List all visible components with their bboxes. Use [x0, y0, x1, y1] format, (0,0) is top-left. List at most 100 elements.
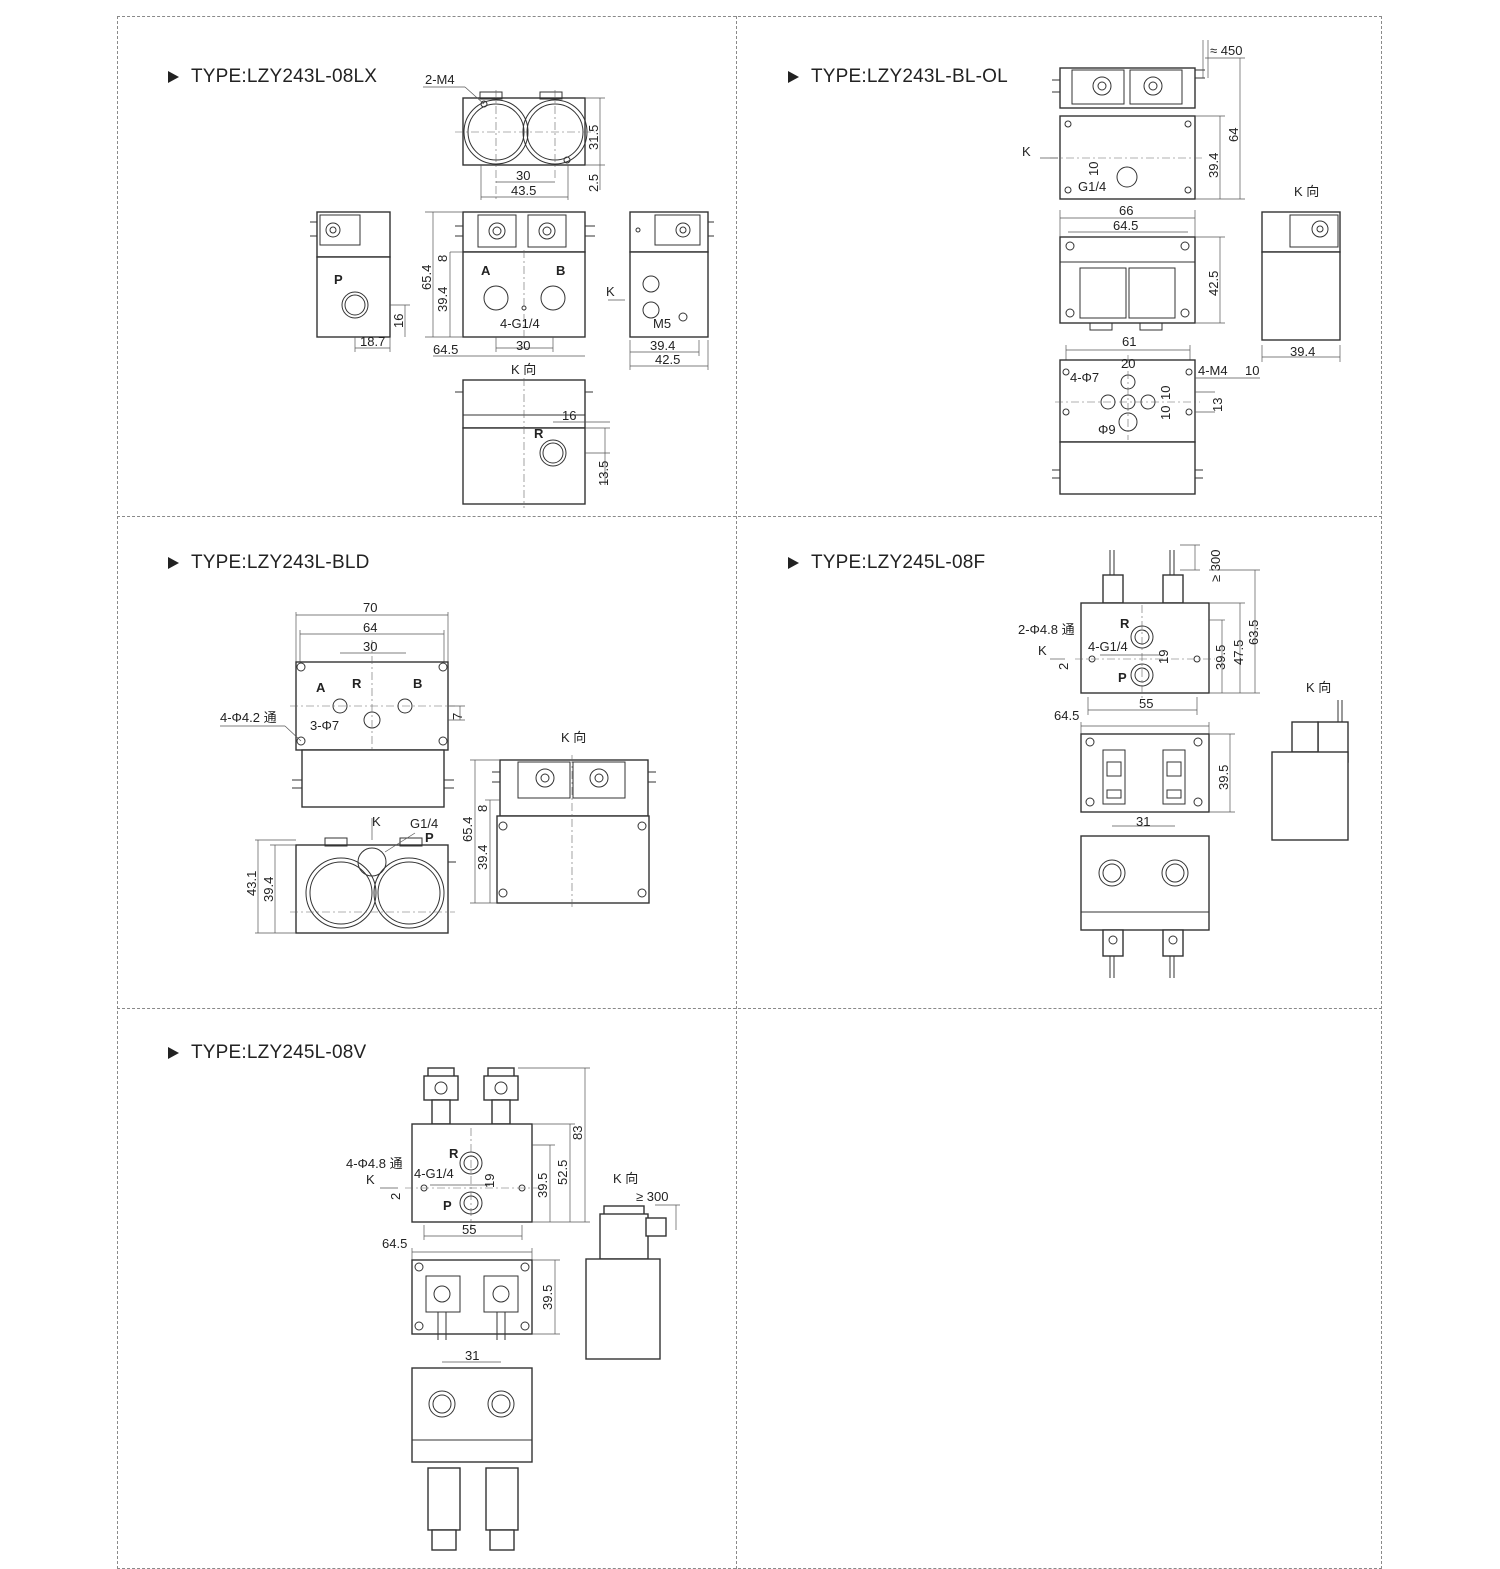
- p1-dim-16-k: 16: [562, 408, 576, 423]
- p2-dim-39-4-k: 39.4: [1290, 344, 1315, 359]
- p4-k-view: [1271, 700, 1349, 841]
- p5-dim-83: 83: [570, 1126, 585, 1140]
- p3-dim-3-phi7: 3-Φ7: [310, 718, 339, 733]
- p2-dim-20: 20: [1121, 356, 1135, 371]
- p4-dim-31: 31: [1136, 814, 1150, 829]
- p5-dim-39-5-front: 39.5: [540, 1285, 555, 1310]
- p1-dim-16-left: 16: [391, 314, 406, 328]
- panel-2-drawings: ≈ 450 64 39.4 10 K G1/4 66 64.5 42.5 K 向…: [1022, 40, 1341, 495]
- p1-dim-64-5: 64.5: [433, 342, 458, 357]
- p5-dim-19: 19: [482, 1174, 497, 1188]
- p3-label-k: K: [372, 814, 381, 829]
- p1-dim-2-5: 2.5: [586, 174, 601, 192]
- panel-3-drawings: 70 64 30 A R B 7 4-Φ4.2 通 3-Φ7 K G1/4 P …: [220, 600, 656, 934]
- p1-label-p: P: [334, 272, 343, 287]
- p4-dim-2: 2: [1056, 663, 1071, 670]
- p2-dim-10-b: 10: [1158, 406, 1173, 420]
- p3-label-p: P: [425, 830, 434, 845]
- p4-label-k-view: K 向: [1306, 680, 1331, 695]
- p1-dim-2-m4: 2-M4: [425, 72, 455, 87]
- p3-dim-39-4: 39.4: [261, 877, 276, 902]
- p1-dim-65-4: 65.4: [419, 265, 434, 290]
- p1-dimension-text: 2-M4 31.5 2.5 30 43.5 P 16 18.7 65.4 8 3…: [334, 72, 680, 486]
- p5-dim-39-5: 39.5: [535, 1173, 550, 1198]
- row-divider-2: [117, 1008, 1382, 1009]
- p3-dim-4-phi4-2: 4-Φ4.2 通: [220, 710, 277, 725]
- p3-dim-65-4: 65.4: [460, 817, 475, 842]
- bullet-triangle-icon: [788, 557, 799, 569]
- p2-bottom-view: [1052, 345, 1260, 495]
- p3-label-k-view: K 向: [561, 730, 586, 745]
- p3-dim-30: 30: [363, 639, 377, 654]
- p4-dim-19: 19: [1156, 650, 1171, 664]
- p3-dimension-text: 70 64 30 A R B 7 4-Φ4.2 通 3-Φ7 K G1/4 P …: [220, 600, 586, 902]
- p4-dim-39-5-front: 39.5: [1216, 765, 1231, 790]
- p2-k-view: [1261, 211, 1341, 362]
- p1-label-b: B: [556, 263, 565, 278]
- p1-label-r: R: [534, 426, 544, 441]
- p4-label-p: P: [1118, 670, 1127, 685]
- p5-dim-55: 55: [462, 1222, 476, 1237]
- p2-dimension-text: ≈ 450 64 39.4 10 K G1/4 66 64.5 42.5 K 向…: [1022, 43, 1319, 437]
- p2-dim-10: 10: [1086, 162, 1101, 176]
- p5-dim-4-g1-4: 4-G1/4: [414, 1166, 454, 1181]
- p5-dim-300: ≥ 300: [636, 1189, 668, 1204]
- panel-5-drawings: 83 52.5 39.5 R 4-Φ4.8 通 4-G1/4 19 K 2 P …: [346, 1067, 680, 1551]
- p3-label-a: A: [316, 680, 326, 695]
- p5-dim-64-5: 64.5: [382, 1236, 407, 1251]
- p1-label-a: A: [481, 263, 491, 278]
- p1-dim-m5: M5: [653, 316, 671, 331]
- p1-dim-31-5: 31.5: [586, 125, 601, 150]
- p1-dim-39-4-right: 39.4: [650, 338, 675, 353]
- p4-dim-300: ≥ 300: [1208, 550, 1223, 582]
- p2-dim-61: 61: [1122, 334, 1136, 349]
- p3-dim-7: 7: [450, 713, 465, 720]
- p2-dim-4-phi7: 4-Φ7: [1070, 370, 1099, 385]
- p4-top-view: [1050, 544, 1260, 715]
- p4-dim-55: 55: [1139, 696, 1153, 711]
- p4-dim-47-5: 47.5: [1231, 640, 1246, 665]
- p2-dim-42-5: 42.5: [1206, 271, 1221, 296]
- p2-dim-64: 64: [1226, 128, 1241, 142]
- p3-dim-64: 64: [363, 620, 377, 635]
- p4-label-k: K: [1038, 643, 1047, 658]
- p2-dim-64-5: 64.5: [1113, 218, 1138, 233]
- p1-dim-30-top: 30: [516, 168, 530, 183]
- p5-dim-2: 2: [388, 1193, 403, 1200]
- bullet-triangle-icon: [168, 1047, 179, 1059]
- p2-top-view: [1040, 40, 1245, 200]
- panel-title-5: TYPE:LZY245L-08V: [168, 1042, 366, 1064]
- p1-dim-39-4: 39.4: [435, 287, 450, 312]
- panel-4-drawings: ≥ 300 63.5 47.5 39.5 R 2-Φ4.8 通 4-G1/4 1…: [1018, 544, 1349, 978]
- panel-1-drawings: 2-M4 31.5 2.5 30 43.5 P 16 18.7 65.4 8 3…: [310, 72, 714, 508]
- p2-label-k: K: [1022, 144, 1031, 159]
- p5-dim-52-5: 52.5: [555, 1160, 570, 1185]
- p1-dim-8: 8: [435, 255, 450, 262]
- p5-dimension-text: 83 52.5 39.5 R 4-Φ4.8 通 4-G1/4 19 K 2 P …: [346, 1126, 668, 1363]
- p5-dim-4-phi4-8: 4-Φ4.8 通: [346, 1156, 403, 1171]
- p4-front-view: [1080, 722, 1235, 813]
- p2-dim-4-m4: 4-M4: [1198, 363, 1228, 378]
- p3-top-view: [220, 612, 465, 808]
- p4-dim-2-phi4-8: 2-Φ4.8 通: [1018, 622, 1075, 637]
- p3-front-view: [255, 818, 456, 934]
- p4-bottom-view: [1080, 825, 1210, 978]
- p3-dim-39-4-k: 39.4: [475, 845, 490, 870]
- p2-dim-450: ≈ 450: [1210, 43, 1242, 58]
- p1-left-view: [310, 211, 410, 352]
- p1-dim-18-7: 18.7: [360, 334, 385, 349]
- p5-top-view: [380, 1067, 590, 1240]
- p3-dim-g1-4: G1/4: [410, 816, 438, 831]
- p3-k-view: [470, 755, 656, 910]
- row-divider-1: [117, 516, 1382, 517]
- p4-dim-39-5: 39.5: [1213, 645, 1228, 670]
- p2-dim-depth-10: 10: [1245, 363, 1259, 378]
- p4-dim-64-5: 64.5: [1054, 708, 1079, 723]
- p5-dim-31: 31: [465, 1348, 479, 1363]
- panel-title-1: TYPE:LZY243L-08LX: [168, 66, 377, 88]
- p1-right-view: [608, 211, 714, 370]
- p2-label-k-view: K 向: [1294, 184, 1319, 199]
- p4-dim-4-g1-4: 4-G1/4: [1088, 639, 1128, 654]
- p3-label-r: R: [352, 676, 362, 691]
